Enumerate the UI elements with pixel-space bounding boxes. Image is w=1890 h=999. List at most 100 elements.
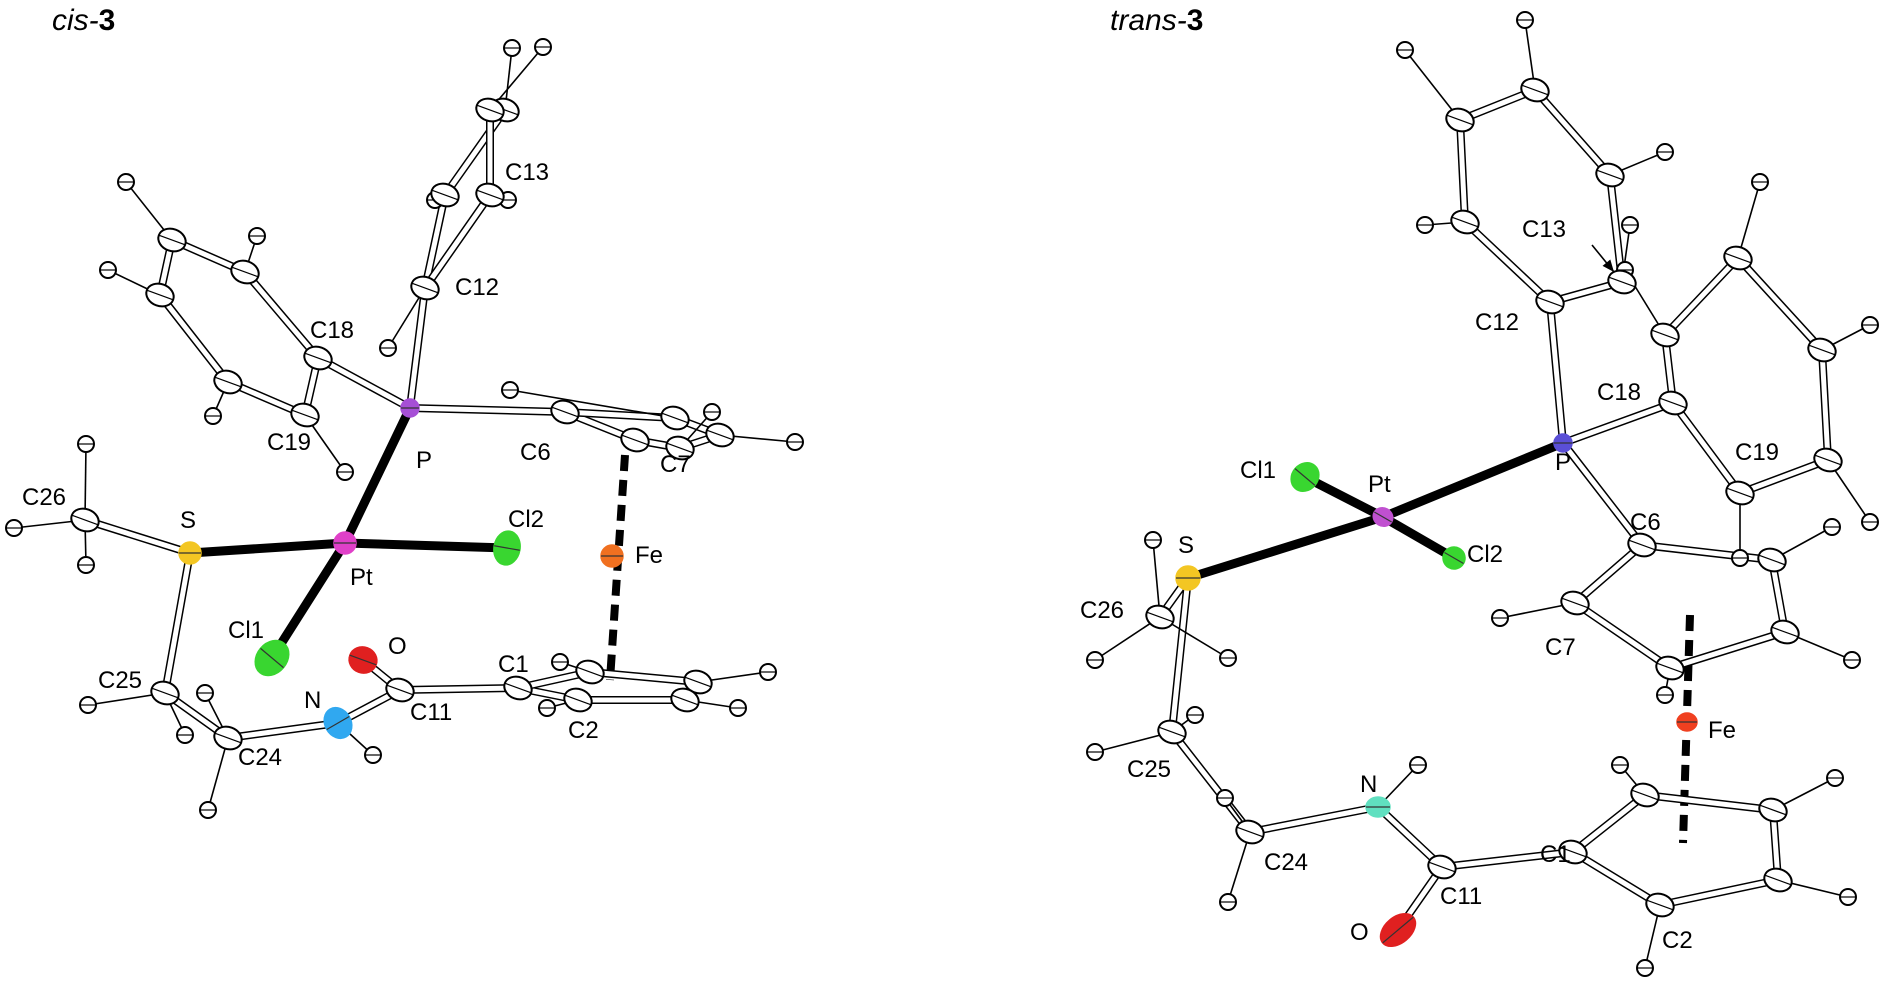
- bond-fill: [242, 269, 321, 361]
- atom-label: C18: [310, 317, 354, 344]
- carbon-atom: [550, 399, 580, 425]
- hydrogen-atom: [196, 684, 214, 702]
- hydrogen-atom: [1216, 789, 1234, 807]
- atom-label: C12: [1475, 309, 1519, 336]
- atom-label: C1: [1540, 841, 1571, 868]
- metal-bond: [267, 538, 350, 663]
- metal-bond: [1378, 512, 1459, 563]
- bond-fill: [422, 192, 448, 291]
- carbon-atom: [213, 369, 243, 395]
- carbon-atom: [150, 680, 180, 706]
- carbon-atom: [563, 687, 593, 713]
- ellipsoid-axis: [1726, 487, 1754, 499]
- atom-label: P: [1555, 449, 1571, 476]
- hydrogen-atom: [1086, 651, 1104, 669]
- ellipsoid-axis: [1446, 114, 1474, 126]
- bond-fill: [1457, 87, 1538, 123]
- carbon-atom: [1655, 655, 1685, 681]
- hydrogen-bond-stick: [509, 389, 676, 419]
- metal-bond: [1183, 512, 1388, 583]
- hydrogen-atom: [1861, 316, 1879, 334]
- bond-fill: [1560, 440, 1645, 548]
- bond-fill: [1547, 299, 1566, 446]
- atom-label: C6: [520, 439, 551, 466]
- carbon-atom: [1650, 322, 1680, 348]
- hydrogen-atom: [1636, 959, 1654, 977]
- hydrogen-atom: [1219, 893, 1237, 911]
- hydrogen-atom: [1491, 609, 1509, 627]
- hydrogen-atom: [503, 39, 521, 57]
- bond-fill: [587, 669, 701, 685]
- metal-bond: [340, 538, 512, 553]
- iron-atom: [1676, 712, 1698, 732]
- bond-fill: [1439, 849, 1576, 870]
- bond-fill: [1667, 629, 1788, 671]
- ellipsoid-axis: [304, 352, 332, 364]
- ellipsoid-axis: [1596, 169, 1624, 181]
- carbon-atom: [1535, 289, 1565, 315]
- bond-fill: [1657, 877, 1781, 908]
- atom-label: C19: [267, 429, 311, 456]
- carbon-atom: [660, 405, 690, 431]
- carbon-atom: [1758, 797, 1788, 823]
- bond-fill: [1639, 542, 1775, 563]
- atom-label: C26: [22, 484, 66, 511]
- atom-label: O: [1350, 919, 1369, 946]
- atom-label: C13: [1522, 216, 1566, 243]
- hydrogen-bond-stick: [84, 443, 87, 521]
- ellipsoid-axis: [1559, 846, 1587, 858]
- bond-fill: [562, 409, 678, 421]
- hydrogen-atom: [1621, 216, 1639, 234]
- metal-bond: [1300, 472, 1388, 522]
- bond-fill: [1662, 255, 1741, 338]
- carbon-atom: [670, 687, 700, 713]
- ellipsoid-axis: [1724, 252, 1752, 264]
- carbon-atom: [145, 282, 175, 308]
- hydrogen-atom: [336, 463, 354, 481]
- carbon-atom: [1560, 590, 1590, 616]
- ellipsoid-axis: [1631, 789, 1659, 801]
- ellipsoid-axis: [1656, 662, 1684, 674]
- chlorine-atom: [254, 639, 290, 677]
- atom-label: C2: [568, 717, 599, 744]
- bond-fill: [1457, 117, 1468, 225]
- carbon-atom: [1520, 77, 1550, 103]
- ellipsoid-axis: [1382, 916, 1414, 944]
- hydrogen-atom: [248, 227, 266, 245]
- hydrogen-atom: [1516, 11, 1534, 29]
- carbon-atom: [1627, 532, 1657, 558]
- atom-label: Cl2: [1467, 541, 1503, 568]
- carbon-atom: [1450, 209, 1480, 235]
- title-number: 3: [1186, 4, 1204, 37]
- atom-label: Pt: [1368, 471, 1391, 498]
- carbon-atom: [70, 507, 100, 533]
- atom-label: C26: [1080, 597, 1124, 624]
- bond-fill: [1570, 792, 1648, 855]
- hydrogen-atom: [501, 381, 519, 399]
- panel-title-cis: cis-3: [52, 4, 115, 38]
- hydrogen-atom: [1396, 41, 1414, 59]
- carbon-atom: [1813, 447, 1843, 473]
- ellipsoid-axis: [349, 654, 377, 666]
- hydrogen-bond-stick: [1737, 181, 1761, 259]
- ellipsoid-axis: [476, 104, 504, 116]
- atom-label: Fe: [1708, 717, 1736, 744]
- carbon-atom: [1445, 107, 1475, 133]
- hydrogen-atom: [1751, 173, 1769, 191]
- ellipsoid-axis: [1428, 861, 1456, 873]
- bonds-layer: [13, 19, 1871, 969]
- atom-label: C7: [660, 451, 691, 478]
- hydrogen-bond-stick: [1404, 49, 1461, 121]
- ellipsoid-axis: [661, 412, 689, 424]
- atom-label: S: [180, 507, 196, 534]
- ellipsoid-axis: [1814, 454, 1842, 466]
- atom-label: Fe: [635, 542, 663, 569]
- hydrogen-atom: [1826, 769, 1844, 787]
- hydrogen-atom: [534, 38, 552, 56]
- hydrogen-atom: [1861, 513, 1879, 531]
- sulfur-atom: [1175, 565, 1201, 591]
- atom-label: Pt: [350, 564, 373, 591]
- hydrogen-atom: [204, 407, 222, 425]
- carbon-atom: [1763, 867, 1793, 893]
